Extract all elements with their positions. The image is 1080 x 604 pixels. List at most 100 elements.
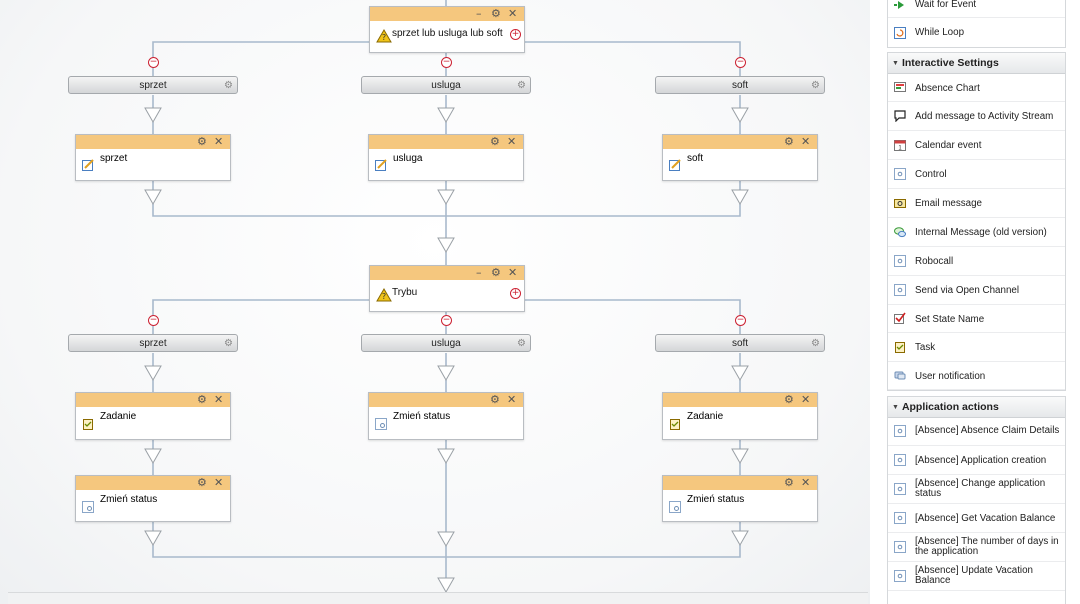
- block-header: – ⚙ ✕: [370, 266, 524, 280]
- change-status-icon: [82, 501, 94, 513]
- close-icon[interactable]: ✕: [508, 266, 518, 279]
- panel-item-label: Wait for Event: [915, 0, 977, 10]
- action-block[interactable]: ⚙✕ sprzet: [75, 134, 231, 181]
- gear-icon[interactable]: ⚙: [784, 135, 794, 148]
- block-header: ⚙✕: [663, 135, 817, 149]
- add-branch-icon[interactable]: +: [510, 29, 521, 40]
- close-icon[interactable]: ✕: [508, 7, 518, 20]
- action-block[interactable]: ⚙✕ Zadanie: [662, 392, 818, 440]
- loop-icon: [894, 27, 906, 39]
- panel-item[interactable]: Task: [888, 333, 1065, 362]
- action-label: Zadanie: [100, 411, 137, 422]
- add-branch-icon[interactable]: +: [510, 288, 521, 299]
- action-block[interactable]: ⚙✕ soft: [662, 134, 818, 181]
- panel-item[interactable]: Email message: [888, 189, 1065, 218]
- gear-icon[interactable]: ⚙: [811, 80, 820, 91]
- branch-usluga[interactable]: usluga⚙: [361, 334, 531, 352]
- gear-icon[interactable]: ⚙: [491, 7, 501, 20]
- block-header: ⚙✕: [663, 393, 817, 407]
- gear-icon[interactable]: ⚙: [197, 393, 207, 406]
- panel-item[interactable]: [Absence] Application creation: [888, 446, 1065, 475]
- action-block[interactable]: ⚙ ✕ Zadanie: [75, 392, 231, 440]
- panel-item[interactable]: Robocall: [888, 247, 1065, 276]
- robocall-icon: [894, 255, 906, 267]
- app-action-icon: [894, 570, 906, 582]
- panel-item[interactable]: [Absence] The number of days in the appl…: [888, 533, 1065, 562]
- svg-text:?: ?: [382, 292, 386, 301]
- action-label: Zmień status: [393, 411, 451, 422]
- panel-item[interactable]: Set State Name: [888, 305, 1065, 333]
- panel-item[interactable]: Add message to Activity Stream: [888, 102, 1065, 131]
- remove-branch-icon[interactable]: −: [441, 57, 452, 68]
- branch-label: soft: [731, 80, 749, 91]
- application-actions-section: ▼Application actions [Absence] Absence C…: [887, 396, 1066, 604]
- branch-usluga[interactable]: usluga⚙: [361, 76, 531, 94]
- gear-icon[interactable]: ⚙: [224, 338, 233, 349]
- condition-icon: ?: [376, 288, 392, 302]
- branch-soft[interactable]: soft ⚙: [655, 76, 825, 94]
- gear-icon[interactable]: ⚙: [491, 266, 501, 279]
- block-header: ⚙✕: [369, 393, 523, 407]
- panel-item[interactable]: Control: [888, 160, 1065, 189]
- gear-icon[interactable]: ⚙: [517, 338, 526, 349]
- minimize-icon[interactable]: –: [476, 7, 482, 20]
- panel-item[interactable]: [Absence] Update Vacation Balance: [888, 562, 1065, 591]
- branch-sprzet[interactable]: sprzet⚙: [68, 334, 238, 352]
- gear-icon[interactable]: ⚙: [811, 338, 820, 349]
- panel-item-while-loop[interactable]: While Loop: [888, 18, 1065, 48]
- panel-item[interactable]: Send via Open Channel: [888, 276, 1065, 305]
- app-action-icon: [894, 541, 906, 553]
- minimize-icon[interactable]: –: [476, 266, 482, 279]
- panel-item[interactable]: [Absence] Get Vacation Balance: [888, 504, 1065, 533]
- action-block[interactable]: ⚙✕ Zmień status: [368, 392, 524, 440]
- close-icon[interactable]: ✕: [214, 476, 224, 489]
- panel-item[interactable]: [Absence] Absence Claim Details: [888, 418, 1065, 446]
- workflow-canvas[interactable]: – ⚙ ✕ ? sprzet lub usluga lub soft + − −…: [0, 0, 870, 604]
- condition-block-top[interactable]: – ⚙ ✕ ? sprzet lub usluga lub soft +: [369, 6, 525, 53]
- close-icon[interactable]: ✕: [214, 393, 224, 406]
- action-block[interactable]: ⚙✕ usluga: [368, 134, 524, 181]
- change-status-icon: [375, 418, 387, 430]
- control-icon: [894, 168, 906, 180]
- remove-branch-icon[interactable]: −: [735, 315, 746, 326]
- gear-icon[interactable]: ⚙: [224, 80, 233, 91]
- panel-item-label: [Absence] Absence Claim Details: [915, 425, 1060, 436]
- close-icon[interactable]: ✕: [801, 393, 811, 406]
- section-header[interactable]: ▼Interactive Settings: [888, 53, 1065, 74]
- panel-item-wait-for-event[interactable]: Wait for Event: [888, 0, 1065, 18]
- branch-sprzet[interactable]: sprzet⚙: [68, 76, 238, 94]
- close-icon[interactable]: ✕: [214, 135, 224, 148]
- gear-icon[interactable]: ⚙: [784, 476, 794, 489]
- remove-branch-icon[interactable]: −: [735, 57, 746, 68]
- gear-icon[interactable]: ⚙: [197, 476, 207, 489]
- remove-branch-icon[interactable]: −: [441, 315, 452, 326]
- block-header: ⚙✕: [369, 135, 523, 149]
- section-header[interactable]: ▼Application actions: [888, 397, 1065, 418]
- remove-branch-icon[interactable]: −: [148, 315, 159, 326]
- gear-icon[interactable]: ⚙: [490, 135, 500, 148]
- branch-label: soft: [731, 338, 749, 349]
- gear-icon[interactable]: ⚙: [517, 80, 526, 91]
- close-icon[interactable]: ✕: [801, 135, 811, 148]
- close-icon[interactable]: ✕: [801, 476, 811, 489]
- action-block[interactable]: ⚙✕ Zmień status: [662, 475, 818, 522]
- panel-item[interactable]: Absence Chart: [888, 74, 1065, 102]
- remove-branch-icon[interactable]: −: [148, 57, 159, 68]
- action-block[interactable]: ⚙✕ Zmień status: [75, 475, 231, 522]
- gear-icon[interactable]: ⚙: [784, 393, 794, 406]
- panel-item[interactable]: Internal Message (old version): [888, 218, 1065, 247]
- gear-icon[interactable]: ⚙: [490, 393, 500, 406]
- panel-item[interactable]: [Absence] Change application status: [888, 475, 1065, 504]
- condition-label: sprzet lub usluga lub soft: [392, 28, 503, 39]
- close-icon[interactable]: ✕: [507, 135, 517, 148]
- condition-block-trybu[interactable]: – ⚙ ✕ ? Trybu +: [369, 265, 525, 312]
- activities-panel[interactable]: Wait for Event While Loop ▼Interactive S…: [887, 0, 1066, 604]
- gear-icon[interactable]: ⚙: [197, 135, 207, 148]
- app-action-icon: [894, 512, 906, 524]
- panel-item[interactable]: User notification: [888, 362, 1065, 390]
- branch-soft[interactable]: soft ⚙: [655, 334, 825, 352]
- close-icon[interactable]: ✕: [507, 393, 517, 406]
